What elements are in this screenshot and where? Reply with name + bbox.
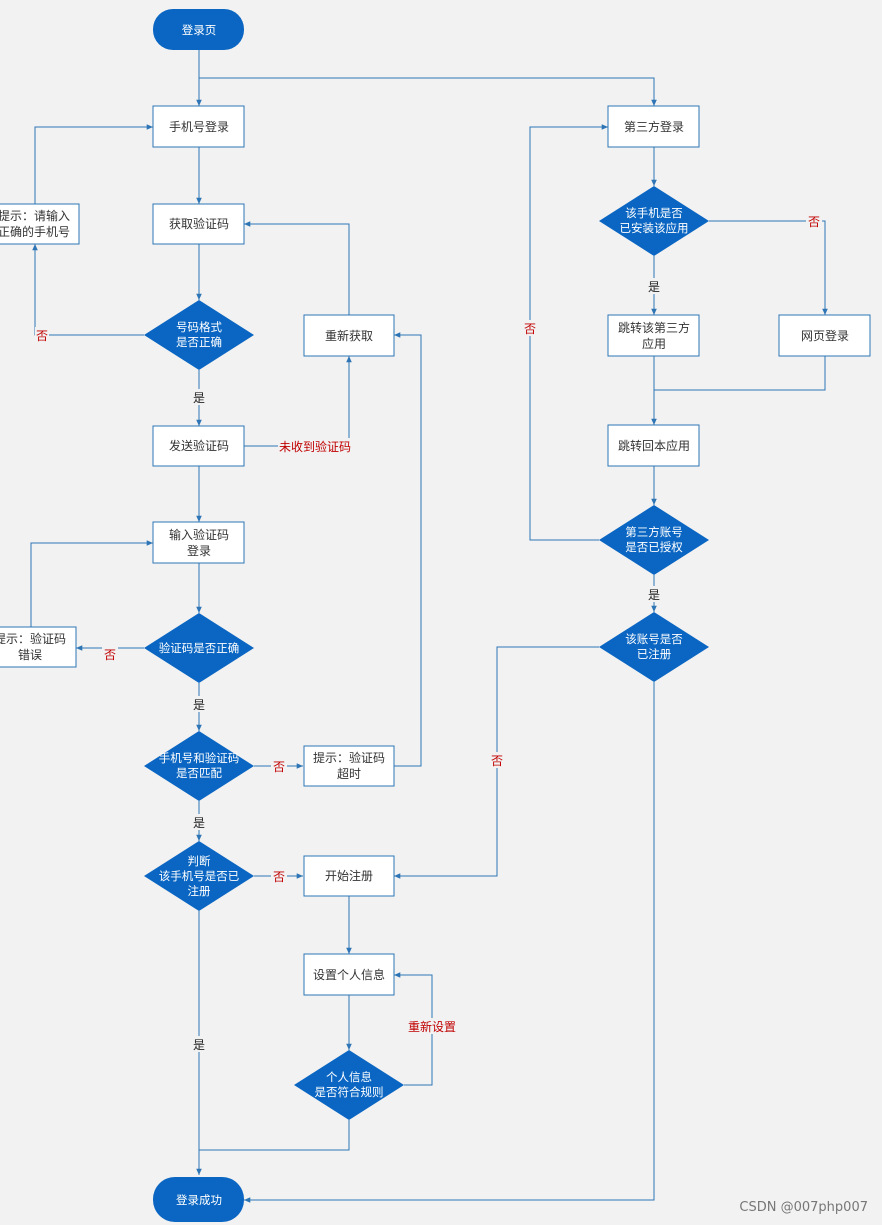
decision-code-correct: 验证码是否正确 — [144, 613, 254, 683]
decision-match-check-line2: 是否匹配 — [176, 766, 222, 780]
edge-start-third — [199, 77, 657, 106]
edge-web-back — [654, 356, 826, 391]
nodes: 登录页 登录成功 手机号登录 第三方登录 提示：请输入 正确的手机号 获取验证码… — [0, 9, 871, 1222]
process-get-code-label: 获取验证码 — [169, 216, 229, 231]
decision-registered-check-line2: 该手机号是否已 — [159, 869, 240, 883]
decision-format-check: 号码格式 是否正确 — [144, 300, 254, 370]
process-start-register: 开始注册 — [303, 855, 395, 897]
label-no-registered-third: 否 — [491, 754, 503, 768]
decision-match-check-line1: 手机号和验证码 — [159, 751, 240, 765]
decision-registered-check: 判断 该手机号是否已 注册 — [144, 841, 254, 911]
decision-check-installed-line2: 已安装该应用 — [620, 221, 689, 235]
process-refetch-label: 重新获取 — [325, 328, 373, 343]
decision-registered-third: 该账号是否 已注册 — [599, 612, 709, 682]
decision-format-check-line2: 是否正确 — [176, 335, 222, 349]
process-hint-timeout-line1: 提示：验证码 — [313, 750, 385, 765]
process-jump-third-line1: 跳转该第三方 — [618, 320, 690, 335]
label-yes-codecorrect: 是 — [193, 698, 205, 712]
label-yes-installed: 是 — [648, 280, 660, 294]
label-yes-authorized: 是 — [648, 588, 660, 602]
process-hint-code-error: 提示：验证码 错误 — [0, 626, 77, 668]
process-input-code-line2: 登录 — [187, 543, 211, 558]
decision-check-installed: 该手机是否 已安装该应用 — [599, 186, 709, 256]
decision-info-valid-line1: 个人信息 — [326, 1070, 372, 1084]
process-set-info-label: 设置个人信息 — [313, 967, 385, 982]
edge-send-refetch — [244, 356, 352, 447]
decision-registered-check-line3: 注册 — [188, 884, 211, 898]
process-jump-back: 跳转回本应用 — [607, 424, 700, 467]
decision-registered-third-line2: 已注册 — [637, 647, 672, 661]
process-send-code: 发送验证码 — [152, 425, 245, 467]
process-start-register-label: 开始注册 — [325, 868, 373, 883]
terminal-start-label: 登录页 — [182, 23, 217, 37]
decision-authorized: 第三方账号 是否已授权 — [599, 505, 709, 575]
edge-labels: 否 是 未收到验证码 否 是 否 是 否 是 重新设置 否 是 否 是 否 — [35, 213, 822, 1052]
process-get-code: 获取验证码 — [152, 203, 245, 245]
decision-registered-third-line1: 该账号是否 — [625, 632, 683, 646]
label-no-registered: 否 — [273, 870, 285, 884]
terminal-success-label: 登录成功 — [176, 1193, 222, 1207]
label-no-format: 否 — [36, 329, 48, 343]
watermark: CSDN @007php007 — [739, 1200, 868, 1215]
label-yes-format: 是 — [193, 391, 205, 405]
label-yes-match: 是 — [193, 816, 205, 830]
decision-code-correct-label: 验证码是否正确 — [159, 641, 240, 655]
process-input-code: 输入验证码 登录 — [152, 521, 245, 564]
label-no-match: 否 — [273, 760, 285, 774]
terminal-success: 登录成功 — [153, 1177, 244, 1222]
process-hint-phone-line2: 正确的手机号 — [0, 224, 70, 239]
label-no-authorized: 否 — [524, 322, 536, 336]
edge-refetch-getcode — [244, 221, 350, 315]
process-hint-timeout-line2: 超时 — [337, 766, 361, 781]
process-send-code-label: 发送验证码 — [169, 438, 229, 453]
process-web-login-label: 网页登录 — [801, 328, 849, 343]
label-no-codecorrect: 否 — [104, 648, 116, 662]
decision-info-valid-line2: 是否符合规则 — [315, 1085, 384, 1099]
terminal-start: 登录页 — [153, 9, 244, 50]
label-not-received: 未收到验证码 — [279, 439, 351, 454]
edge-hint-phone — [34, 124, 153, 204]
label-no-installed: 否 — [808, 215, 820, 229]
process-phone-login: 手机号登录 — [152, 105, 245, 148]
process-hint-code-error-line2: 错误 — [18, 648, 42, 662]
process-hint-timeout: 提示：验证码 超时 — [303, 745, 395, 787]
process-jump-third-line2: 应用 — [642, 336, 666, 351]
decision-format-check-line1: 号码格式 — [176, 320, 222, 334]
decision-info-valid: 个人信息 是否符合规则 — [294, 1050, 404, 1120]
process-set-info: 设置个人信息 — [303, 953, 395, 996]
edge-hint-input — [30, 540, 153, 627]
process-phone-login-label: 手机号登录 — [169, 119, 229, 134]
decision-registered-check-line1: 判断 — [188, 854, 211, 868]
edge-registered3-success — [244, 682, 655, 1203]
process-web-login: 网页登录 — [778, 314, 871, 357]
edge-installed-no-web — [709, 220, 828, 315]
process-refetch: 重新获取 — [303, 314, 395, 357]
process-hint-phone: 提示：请输入 正确的手机号 — [0, 203, 80, 245]
decision-check-installed-line1: 该手机是否 — [625, 206, 683, 220]
decision-authorized-line1: 第三方账号 — [625, 525, 683, 539]
process-hint-phone-line1: 提示：请输入 — [0, 208, 70, 223]
process-jump-back-label: 跳转回本应用 — [618, 438, 690, 453]
process-hint-code-error-line1: 提示：验证码 — [0, 631, 66, 646]
edge-authorized-no-third — [529, 124, 608, 541]
process-third-login-label: 第三方登录 — [624, 119, 684, 134]
process-input-code-line1: 输入验证码 — [169, 527, 229, 542]
process-jump-third: 跳转该第三方 应用 — [607, 314, 700, 357]
edge-timeout-refetch — [394, 332, 422, 767]
decision-match-check: 手机号和验证码 是否匹配 — [144, 731, 254, 801]
process-third-login: 第三方登录 — [607, 105, 700, 148]
label-reset: 重新设置 — [408, 1019, 456, 1034]
decision-authorized-line2: 是否已授权 — [625, 540, 683, 554]
label-yes-registered: 是 — [193, 1038, 205, 1052]
edge-valid-success — [199, 1120, 350, 1151]
edge-format-no-hint — [32, 244, 144, 336]
